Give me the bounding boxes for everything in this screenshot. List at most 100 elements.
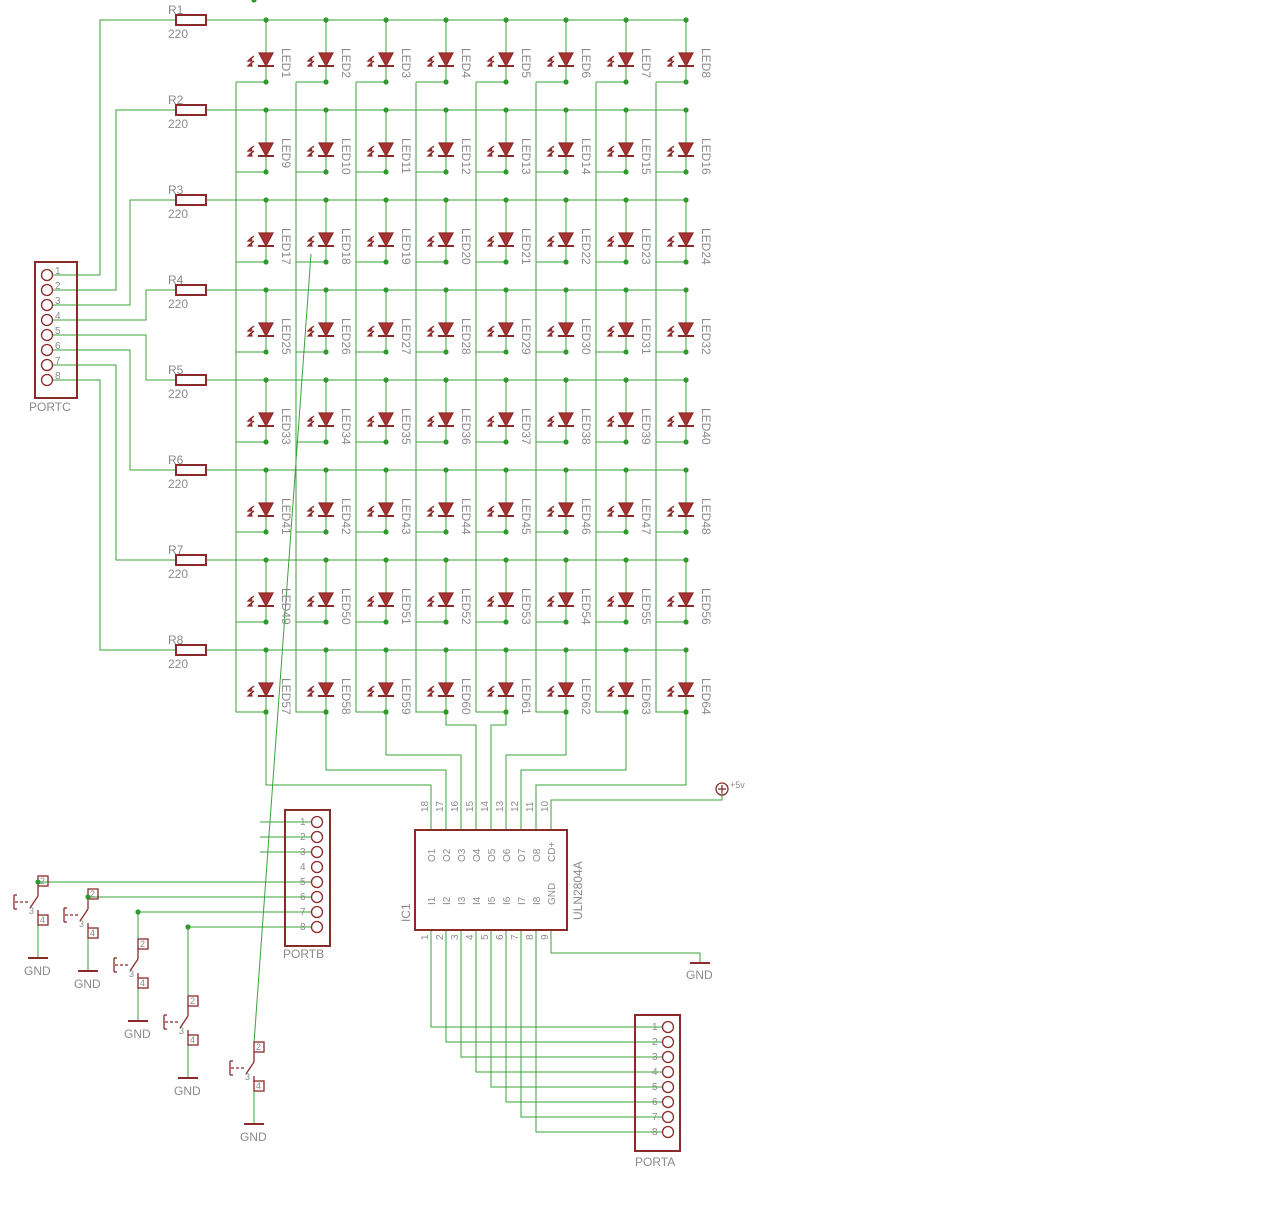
led-label: LED23 <box>639 228 653 265</box>
led-triangle <box>497 592 515 608</box>
switch-lever <box>179 1015 189 1029</box>
junction-dot <box>563 647 569 653</box>
led-cathode-wire <box>416 426 447 443</box>
led-arrowhead <box>606 151 613 157</box>
led-arrowhead <box>486 236 493 242</box>
junction-dot <box>443 467 449 473</box>
junction-dot <box>563 107 569 113</box>
led-cathode-wire <box>596 336 627 353</box>
led-label: LED7 <box>639 48 653 78</box>
junction-dot <box>263 557 269 563</box>
led-label: LED49 <box>279 588 293 625</box>
led-arrowhead <box>246 151 253 157</box>
led-arrowhead <box>426 601 433 607</box>
led-cathode-wire <box>356 66 387 83</box>
switch-pin-b: 3 <box>179 1026 184 1036</box>
led-cathode-wire <box>296 66 327 83</box>
led-arrowhead <box>546 506 553 512</box>
led-triangle <box>617 412 635 428</box>
switch-pin-a: 2 <box>40 876 45 886</box>
led-label: LED13 <box>519 138 533 175</box>
led-arrowhead <box>666 421 673 427</box>
junction-dot <box>623 529 629 535</box>
led-triangle <box>377 142 395 158</box>
portc-pin-number: 5 <box>55 326 61 337</box>
junction-dot <box>563 349 569 355</box>
portb-pin-circle <box>310 890 324 904</box>
portb-pin-number: 4 <box>300 862 306 873</box>
led-triangle <box>677 502 695 518</box>
junction-dot <box>383 647 389 653</box>
junction-dot <box>383 197 389 203</box>
led-arrowhead <box>606 146 613 152</box>
junction-dot <box>503 169 509 175</box>
led-arrowhead <box>306 146 313 152</box>
portc-pin-circle <box>40 268 54 282</box>
led-label: LED43 <box>399 498 413 535</box>
junction-dot <box>323 529 329 535</box>
led-label: LED25 <box>279 318 293 355</box>
resistor-name: R3 <box>168 183 184 197</box>
portc-pin-circle <box>40 358 54 372</box>
led-arrowhead <box>426 326 433 332</box>
led-cathode-wire <box>356 696 387 713</box>
led-triangle <box>437 682 455 698</box>
resistor-body <box>175 464 207 476</box>
junction-dot <box>563 79 569 85</box>
junction-dot <box>383 467 389 473</box>
junction-dot <box>323 377 329 383</box>
resistor-value: 220 <box>168 477 188 491</box>
column-return-2 <box>295 82 326 713</box>
porta-pin-number: 2 <box>652 1037 658 1048</box>
led-arrowhead <box>486 686 493 692</box>
led-cathode-wire <box>536 66 567 83</box>
portb-pin-number: 1 <box>300 817 306 828</box>
led-arrowhead <box>666 416 673 422</box>
led-label: LED56 <box>699 588 713 625</box>
led-arrowhead <box>306 61 313 67</box>
led-label: LED62 <box>579 678 593 715</box>
junction-dot <box>85 894 91 900</box>
led-label: LED53 <box>519 588 533 625</box>
led-cathode-wire <box>296 516 327 533</box>
junction-dot <box>185 924 191 930</box>
ic-gnd-label: GND <box>686 968 713 982</box>
led-arrowhead <box>486 56 493 62</box>
led-triangle <box>617 142 635 158</box>
portc-pin-number: 8 <box>55 371 61 382</box>
ic-bottom-pin-number: 3 <box>450 934 461 940</box>
led-cathode-wire <box>296 156 327 173</box>
led-label: LED5 <box>519 48 533 78</box>
junction-dot <box>623 439 629 445</box>
led-arrowhead <box>546 686 553 692</box>
junction-dot <box>503 467 509 473</box>
junction-dot <box>323 557 329 563</box>
junction-dot <box>683 17 689 23</box>
column-return-1 <box>235 82 266 713</box>
column-return-4 <box>415 82 446 713</box>
led-cathode-wire <box>656 156 687 173</box>
switch-pin-c: 4 <box>90 928 95 938</box>
led-arrowhead <box>306 56 313 62</box>
switch-lever <box>129 958 139 972</box>
switch-pin-c: 4 <box>140 978 145 988</box>
column-to-ic-1 <box>265 712 432 830</box>
portc-to-resistor-8 <box>52 379 176 651</box>
junction-dot <box>563 439 569 445</box>
junction-dot <box>263 169 269 175</box>
led-arrowhead <box>426 61 433 67</box>
led-triangle <box>617 502 635 518</box>
led-triangle <box>677 682 695 698</box>
portc-connector <box>34 261 78 399</box>
portb-pin-circle <box>310 905 324 919</box>
led-arrowhead <box>486 421 493 427</box>
junction-dot <box>443 349 449 355</box>
led-label: LED19 <box>399 228 413 265</box>
led-triangle <box>617 232 635 248</box>
led-cathode-wire <box>296 696 327 713</box>
ic-bottom-pin-label: GND <box>547 883 558 905</box>
led-arrowhead <box>666 151 673 157</box>
portb-pin-circle <box>310 815 324 829</box>
portb-pin-number: 6 <box>300 892 306 903</box>
